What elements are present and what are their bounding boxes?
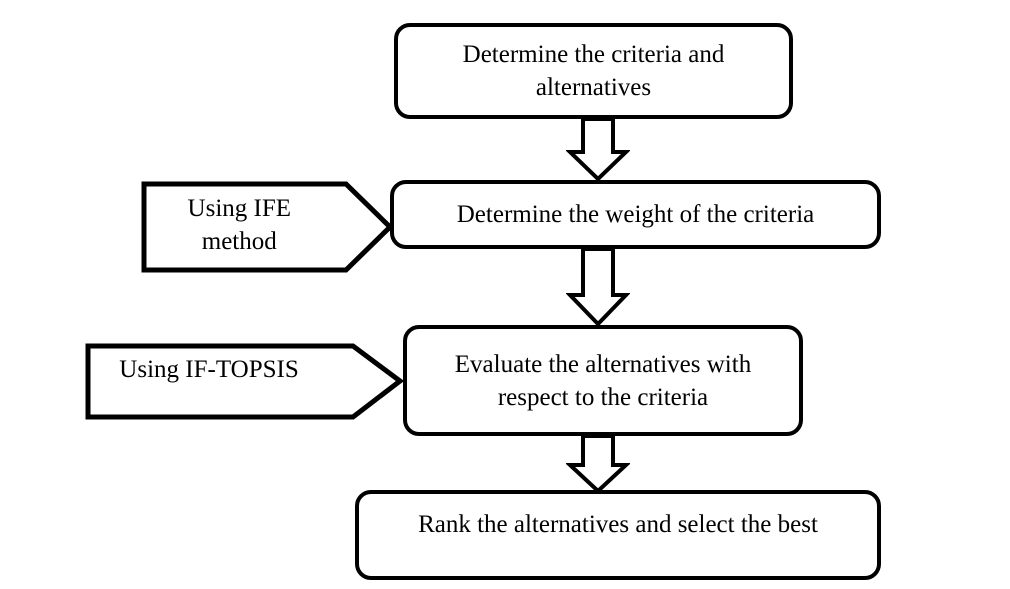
process-box-line: respect to the criteria <box>497 383 709 411</box>
callout-line: method <box>201 227 277 255</box>
process-box-determine-weight[interactable]: Determine the weight of the criteria <box>390 180 881 249</box>
connector-arrow-2 <box>566 249 630 327</box>
process-box-line: alternatives <box>535 74 652 101</box>
callout-line: Using IF-TOPSIS <box>119 356 299 383</box>
process-box-label: Evaluate the alternatives with respect to… <box>407 348 799 414</box>
callout-label: Using IF-TOPSIS <box>85 354 333 387</box>
process-box-line: Determine the criteria and <box>462 41 725 68</box>
connector-arrow-1 <box>566 119 630 182</box>
process-box-rank-alternatives[interactable]: Rank the alternatives and select the bes… <box>355 490 881 580</box>
process-box-label: Determine the criteria and alternatives <box>398 38 789 104</box>
process-box-evaluate-alternatives[interactable]: Evaluate the alternatives with respect to… <box>403 325 803 436</box>
process-box-line: Rank the alternatives and select the bes… <box>418 511 818 538</box>
process-box-determine-criteria[interactable]: Determine the criteria and alternatives <box>394 23 793 119</box>
process-box-label: Rank the alternatives and select the bes… <box>359 508 877 541</box>
callout-using-ife-method[interactable]: Using IFE method <box>141 181 393 273</box>
callout-using-if-topsis[interactable]: Using IF-TOPSIS <box>85 343 403 420</box>
process-box-label: Determine the weight of the criteria <box>394 198 877 231</box>
connector-arrow-3 <box>566 436 630 494</box>
callout-line: Using IFE <box>187 195 292 222</box>
process-box-line: Determine the weight of the criteria <box>456 201 815 228</box>
callout-label: Using IFE method <box>141 193 338 258</box>
process-box-line: Evaluate the alternatives with <box>454 350 752 378</box>
